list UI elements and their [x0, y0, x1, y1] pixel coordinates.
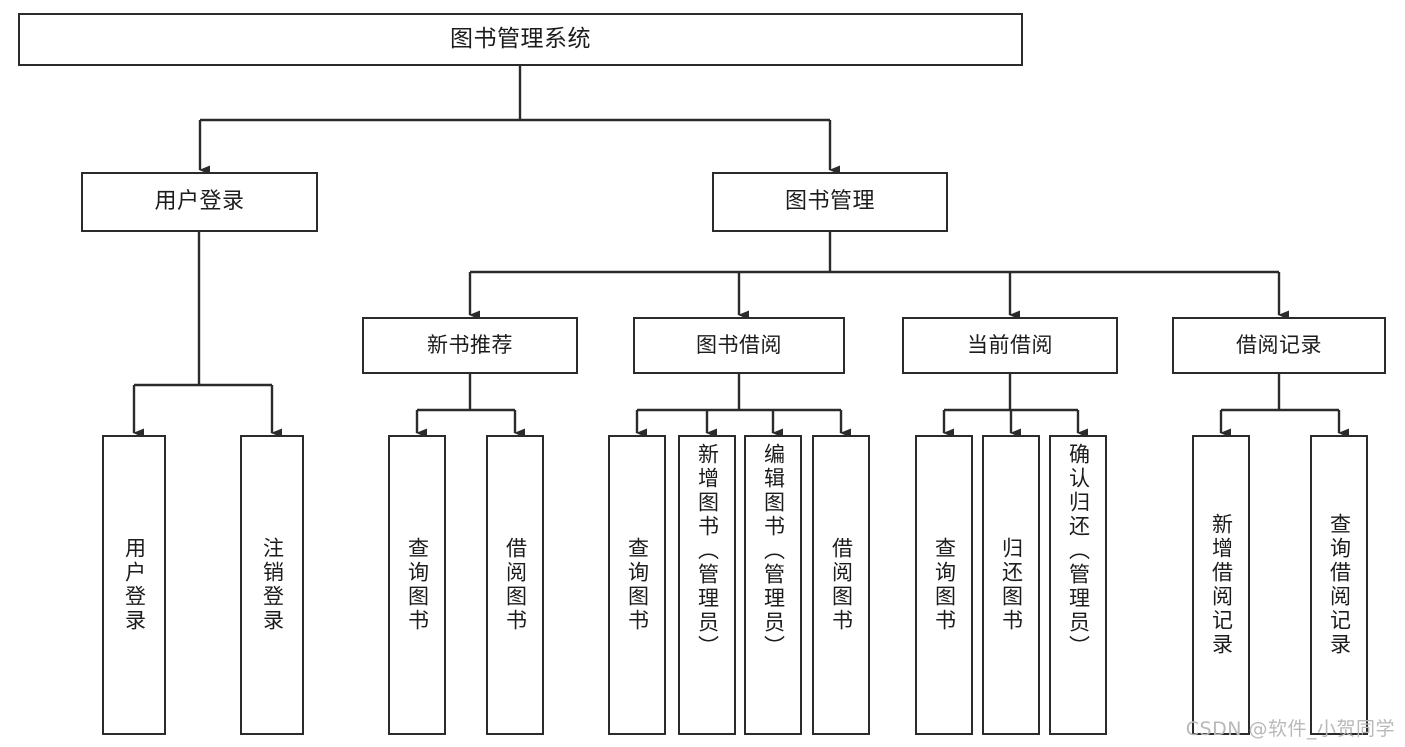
- leaf-node-0[interactable]: 用户登录: [102, 435, 166, 735]
- root-node-book-management-system[interactable]: 图书管理系统: [18, 13, 1023, 66]
- leaf-node-2[interactable]: 查询图书: [388, 435, 446, 735]
- leaf-node-11[interactable]: 新增借阅记录: [1192, 435, 1250, 735]
- level1-node-1-label: 图书管理: [784, 189, 875, 215]
- leaf-node-10-label: 确认归还（管理员）: [1066, 443, 1091, 659]
- leaf-node-7[interactable]: 借阅图书: [812, 435, 870, 735]
- leaf-node-2-label: 查询图书: [405, 537, 430, 633]
- leaf-node-12-label: 查询借阅记录: [1327, 513, 1352, 657]
- level1-node-1[interactable]: 图书管理: [712, 172, 948, 232]
- level1-node-0[interactable]: 用户登录: [81, 172, 318, 232]
- level2-node-3-label: 借阅记录: [1236, 333, 1322, 358]
- level2-node-0[interactable]: 新书推荐: [362, 317, 578, 374]
- leaf-node-4[interactable]: 查询图书: [608, 435, 666, 735]
- leaf-node-1[interactable]: 注销登录: [240, 435, 304, 735]
- level2-node-1-label: 图书借阅: [696, 333, 782, 358]
- leaf-node-1-label: 注销登录: [260, 537, 285, 633]
- leaf-node-0-label: 用户登录: [122, 537, 147, 633]
- level2-node-2[interactable]: 当前借阅: [902, 317, 1118, 374]
- leaf-node-6-label: 编辑图书（管理员）: [761, 443, 786, 659]
- leaf-node-3[interactable]: 借阅图书: [486, 435, 544, 735]
- watermark: CSDN @软件_小贺同学: [1185, 718, 1395, 740]
- leaf-node-11-label: 新增借阅记录: [1209, 513, 1234, 657]
- leaf-node-8[interactable]: 查询图书: [915, 435, 973, 735]
- root-node-book-management-system-label: 图书管理系统: [450, 25, 591, 52]
- leaf-node-7-label: 借阅图书: [829, 537, 854, 633]
- level2-node-1[interactable]: 图书借阅: [633, 317, 845, 374]
- level2-node-2-label: 当前借阅: [967, 333, 1053, 358]
- level2-node-3[interactable]: 借阅记录: [1172, 317, 1386, 374]
- leaf-node-9[interactable]: 归还图书: [982, 435, 1040, 735]
- leaf-node-3-label: 借阅图书: [503, 537, 528, 633]
- leaf-node-9-label: 归还图书: [999, 537, 1024, 633]
- leaf-node-5[interactable]: 新增图书（管理员）: [678, 435, 736, 735]
- leaf-node-5-label: 新增图书（管理员）: [695, 443, 720, 659]
- leaf-node-8-label: 查询图书: [932, 537, 957, 633]
- leaf-node-10[interactable]: 确认归还（管理员）: [1049, 435, 1107, 735]
- leaf-node-6[interactable]: 编辑图书（管理员）: [744, 435, 802, 735]
- leaf-node-12[interactable]: 查询借阅记录: [1310, 435, 1368, 735]
- leaf-node-4-label: 查询图书: [625, 537, 650, 633]
- level2-node-0-label: 新书推荐: [427, 333, 513, 358]
- level1-node-0-label: 用户登录: [154, 189, 245, 215]
